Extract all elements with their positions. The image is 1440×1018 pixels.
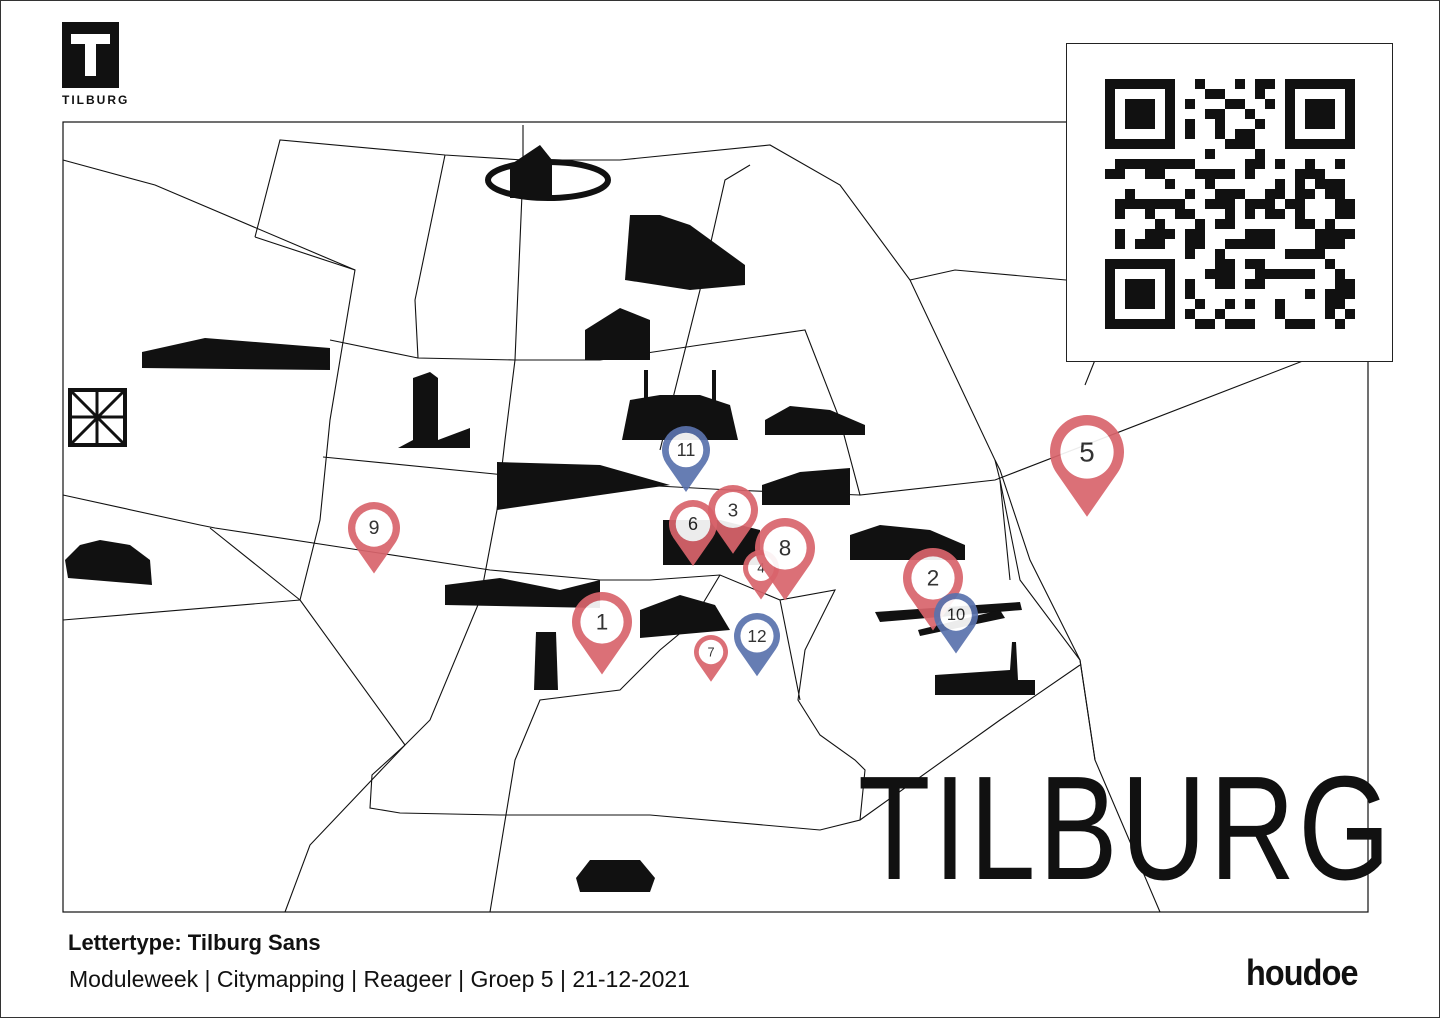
qr-code[interactable]: [1066, 43, 1393, 362]
pin-label: 10: [947, 606, 965, 624]
landmark-library: [640, 595, 730, 638]
qr-code-pattern: [1105, 79, 1355, 329]
landmark-station: [497, 462, 670, 510]
pin-label: 5: [1079, 437, 1094, 468]
pin-label: 1: [596, 610, 609, 635]
landmark-pavilion: [585, 308, 650, 360]
logo-text: TILBURG: [62, 93, 130, 107]
landmark-factory-chimney: [935, 642, 1035, 695]
pin-label: 7: [707, 645, 714, 660]
map-pin-8[interactable]: 8: [755, 518, 815, 601]
landmark-tower: [398, 372, 470, 448]
landmark-house: [510, 145, 552, 198]
map-pin-3[interactable]: 3: [708, 485, 758, 554]
landmark-villa: [65, 540, 152, 585]
pin-label: 9: [369, 517, 380, 539]
pin-label: 4: [757, 561, 765, 576]
font-label: Lettertype: Tilburg Sans: [68, 930, 321, 955]
map-pin-5[interactable]: 5: [1050, 415, 1124, 517]
footer-meta: Moduleweek | Citymapping | Reageer | Gro…: [69, 966, 690, 992]
landmark-watertower: [534, 632, 558, 690]
pin-label: 2: [927, 566, 940, 591]
map-pin-9[interactable]: 9: [348, 502, 400, 574]
map-pin-7[interactable]: 7: [694, 635, 728, 682]
pin-label: 11: [677, 440, 696, 460]
landmark-stadium: [576, 860, 655, 892]
pin-label: 12: [747, 626, 766, 646]
brand-logo: houdoe: [1246, 952, 1358, 993]
map-pin-12[interactable]: 12: [734, 613, 780, 677]
map-border: [62, 121, 1369, 913]
landmark-mosque: [622, 395, 738, 440]
tilburg-logo: [62, 22, 119, 88]
landmark-building: [762, 468, 850, 505]
landmark-factory: [142, 338, 330, 370]
map-pin-1[interactable]: 1: [572, 592, 632, 675]
map-pin-11[interactable]: 11: [662, 426, 710, 492]
map-pin-10[interactable]: 10: [934, 593, 978, 654]
pin-label: 8: [779, 536, 792, 561]
pin-label: 3: [728, 500, 738, 521]
map-pin-2[interactable]: 2: [903, 548, 964, 631]
map-pin-6[interactable]: 6: [669, 500, 717, 566]
landmark-museum: [625, 215, 745, 290]
pin-label: 6: [688, 514, 698, 534]
map-title: TILBURG: [858, 746, 1394, 911]
landmark-theatre: [445, 578, 600, 608]
landmark-hall: [765, 406, 865, 435]
